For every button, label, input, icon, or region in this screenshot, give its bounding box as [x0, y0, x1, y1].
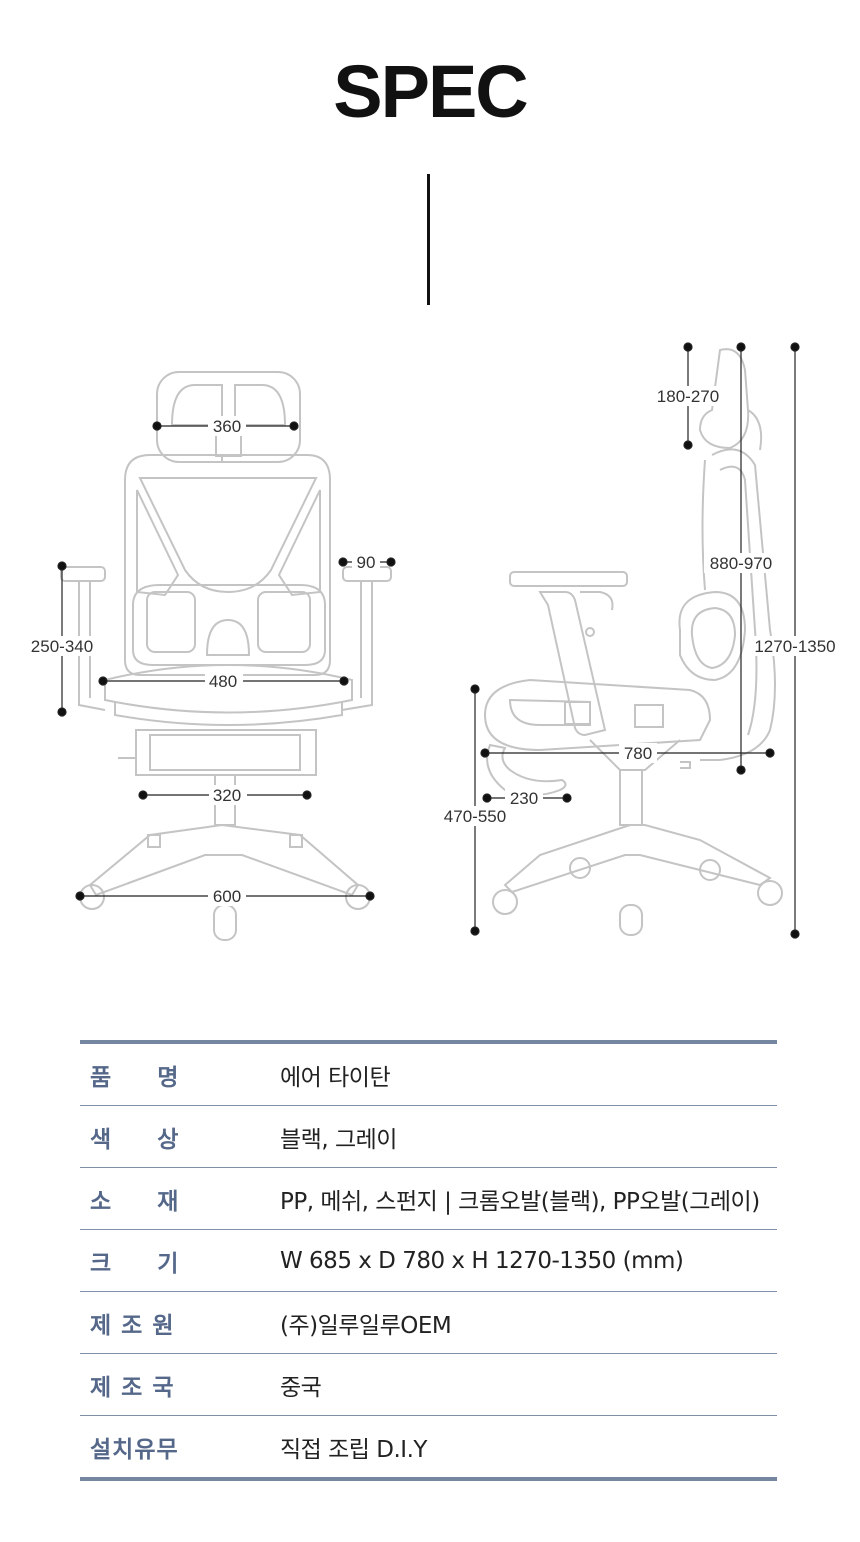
spec-label: 설치유무	[90, 1436, 179, 1463]
spec-value: 직접 조립 D.I.Y	[280, 1436, 427, 1463]
spec-label: 제 조 원	[90, 1312, 175, 1339]
dim-base-width: 600	[213, 887, 241, 906]
dim-depth: 780	[624, 744, 652, 763]
dim-armrest-height: 250-340	[31, 637, 93, 656]
dim-base-inner: 320	[213, 786, 241, 805]
dim-footrest: 230	[510, 789, 538, 808]
side-view-chair	[483, 348, 783, 936]
spec-row-manufacturer: 제 조 원 (주)일루일루OEM	[80, 1292, 777, 1354]
spec-value: PP, 메쉬, 스펀지 | 크롬오발(블랙), PP오발(그레이)	[280, 1188, 760, 1215]
spec-row-color: 색 상 블랙, 그레이	[80, 1106, 777, 1168]
spec-row-name: 품 명 에어 타이탄	[80, 1040, 777, 1106]
spec-table: 품 명 에어 타이탄 색 상 블랙, 그레이 소 재 PP, 메쉬, 스펀지 |…	[80, 1040, 777, 1481]
dim-headrest-adjust: 180-270	[657, 387, 719, 406]
spec-row-origin: 제 조 국 중국	[80, 1354, 777, 1416]
spec-value: (주)일루일루OEM	[280, 1312, 452, 1339]
front-view-chair	[60, 371, 392, 941]
front-view-dimensions	[57, 421, 396, 901]
spec-value: 블랙, 그레이	[280, 1126, 397, 1153]
spec-label: 크 기	[90, 1250, 180, 1277]
spec-label: 소 재	[90, 1188, 180, 1215]
spec-label: 품 명	[90, 1064, 180, 1091]
dim-back-height: 880-970	[710, 554, 772, 573]
spec-row-size: 크 기 W 685 x D 780 x H 1270-1350 (mm)	[80, 1230, 777, 1292]
chair-dimension-diagram: 360 90 250-340 480 320 600	[28, 342, 841, 941]
dim-total-height: 1270-1350	[754, 637, 835, 656]
dim-headrest-width: 360	[213, 417, 241, 436]
spec-label: 제 조 국	[90, 1374, 175, 1401]
spec-value: W 685 x D 780 x H 1270-1350 (mm)	[280, 1247, 684, 1274]
spec-value: 에어 타이탄	[280, 1064, 391, 1091]
spec-row-installation: 설치유무 직접 조립 D.I.Y	[80, 1416, 777, 1481]
spec-row-material: 소 재 PP, 메쉬, 스펀지 | 크롬오발(블랙), PP오발(그레이)	[80, 1168, 777, 1230]
dim-seat-width: 480	[209, 672, 237, 691]
dim-armrest-width: 90	[357, 553, 376, 572]
spec-label: 색 상	[90, 1126, 180, 1153]
spec-value: 중국	[280, 1374, 322, 1401]
page-title: SPEC	[333, 50, 529, 133]
dim-seat-height: 470-550	[444, 807, 506, 826]
divider-line	[427, 174, 430, 305]
front-view-labels: 360 90 250-340 480 320 600	[28, 416, 380, 906]
side-view-labels: 180-270 880-970 1270-1350 470-550 780 23…	[438, 386, 841, 826]
